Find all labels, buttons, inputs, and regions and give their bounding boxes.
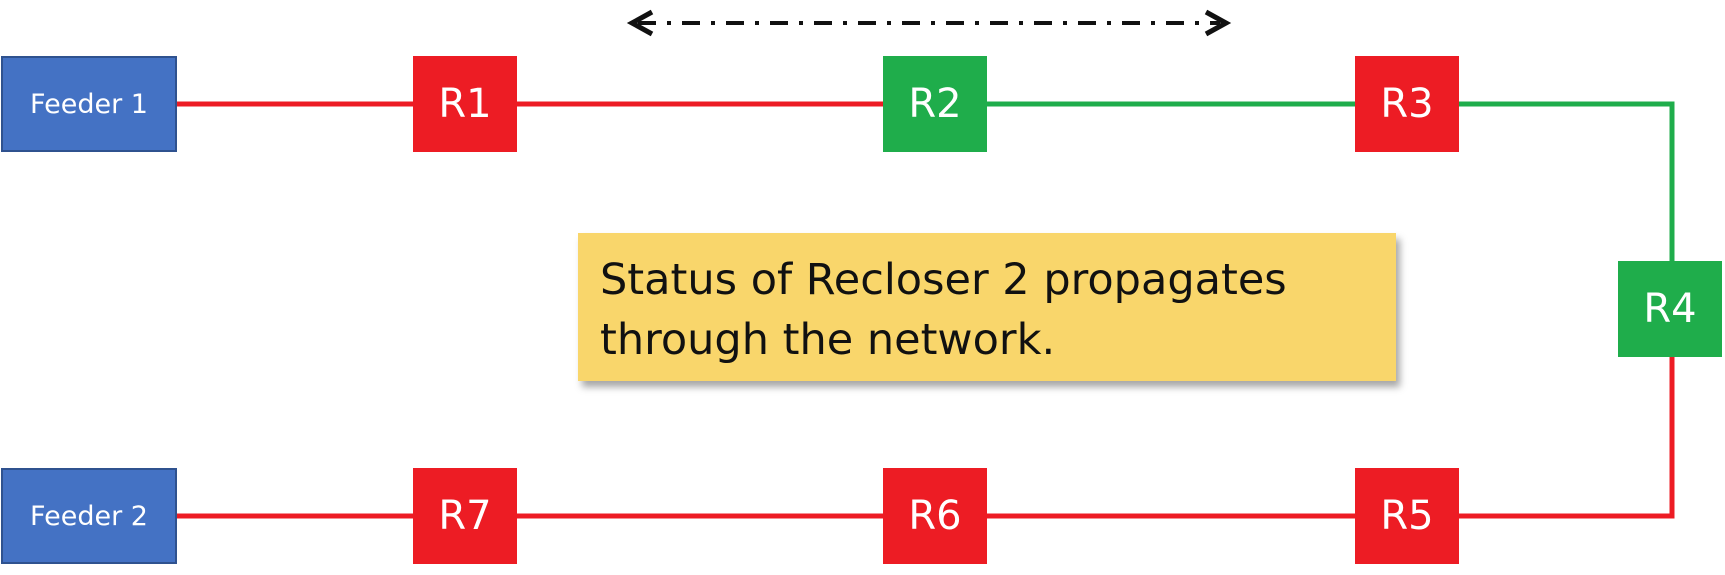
connections [176, 101, 1675, 519]
recloser-r4-label: R4 [1643, 286, 1697, 332]
line-r3-r4 [1458, 101, 1675, 262]
feeder-1-label: Feeder 1 [30, 88, 148, 120]
recloser-r3: R3 [1355, 56, 1459, 152]
recloser-r2: R2 [883, 56, 987, 152]
recloser-r2-label: R2 [908, 81, 962, 127]
recloser-r6: R6 [883, 468, 987, 564]
recloser-r4: R4 [1618, 261, 1722, 357]
callout-line-1: Status of Recloser 2 propagates [600, 255, 1287, 305]
recloser-r1: R1 [413, 56, 517, 152]
arrow-head-left [626, 9, 654, 37]
recloser-r6-label: R6 [908, 493, 962, 539]
status-callout: Status of Recloser 2 propagates through … [578, 233, 1396, 381]
recloser-r3-label: R3 [1380, 81, 1434, 127]
line-r4-r5 [1458, 356, 1675, 519]
recloser-r5: R5 [1355, 468, 1459, 564]
feeder-2-label: Feeder 2 [30, 500, 148, 532]
bidirectional-arrow [626, 9, 1232, 37]
recloser-r7: R7 [413, 468, 517, 564]
recloser-r7-label: R7 [438, 493, 492, 539]
feeder-2-box: Feeder 2 [1, 468, 177, 564]
feeder-1-box: Feeder 1 [1, 56, 177, 152]
arrow-head-right [1204, 9, 1232, 37]
callout-line-2: through the network. [600, 315, 1056, 365]
recloser-r5-label: R5 [1380, 493, 1434, 539]
recloser-r1-label: R1 [438, 81, 492, 127]
